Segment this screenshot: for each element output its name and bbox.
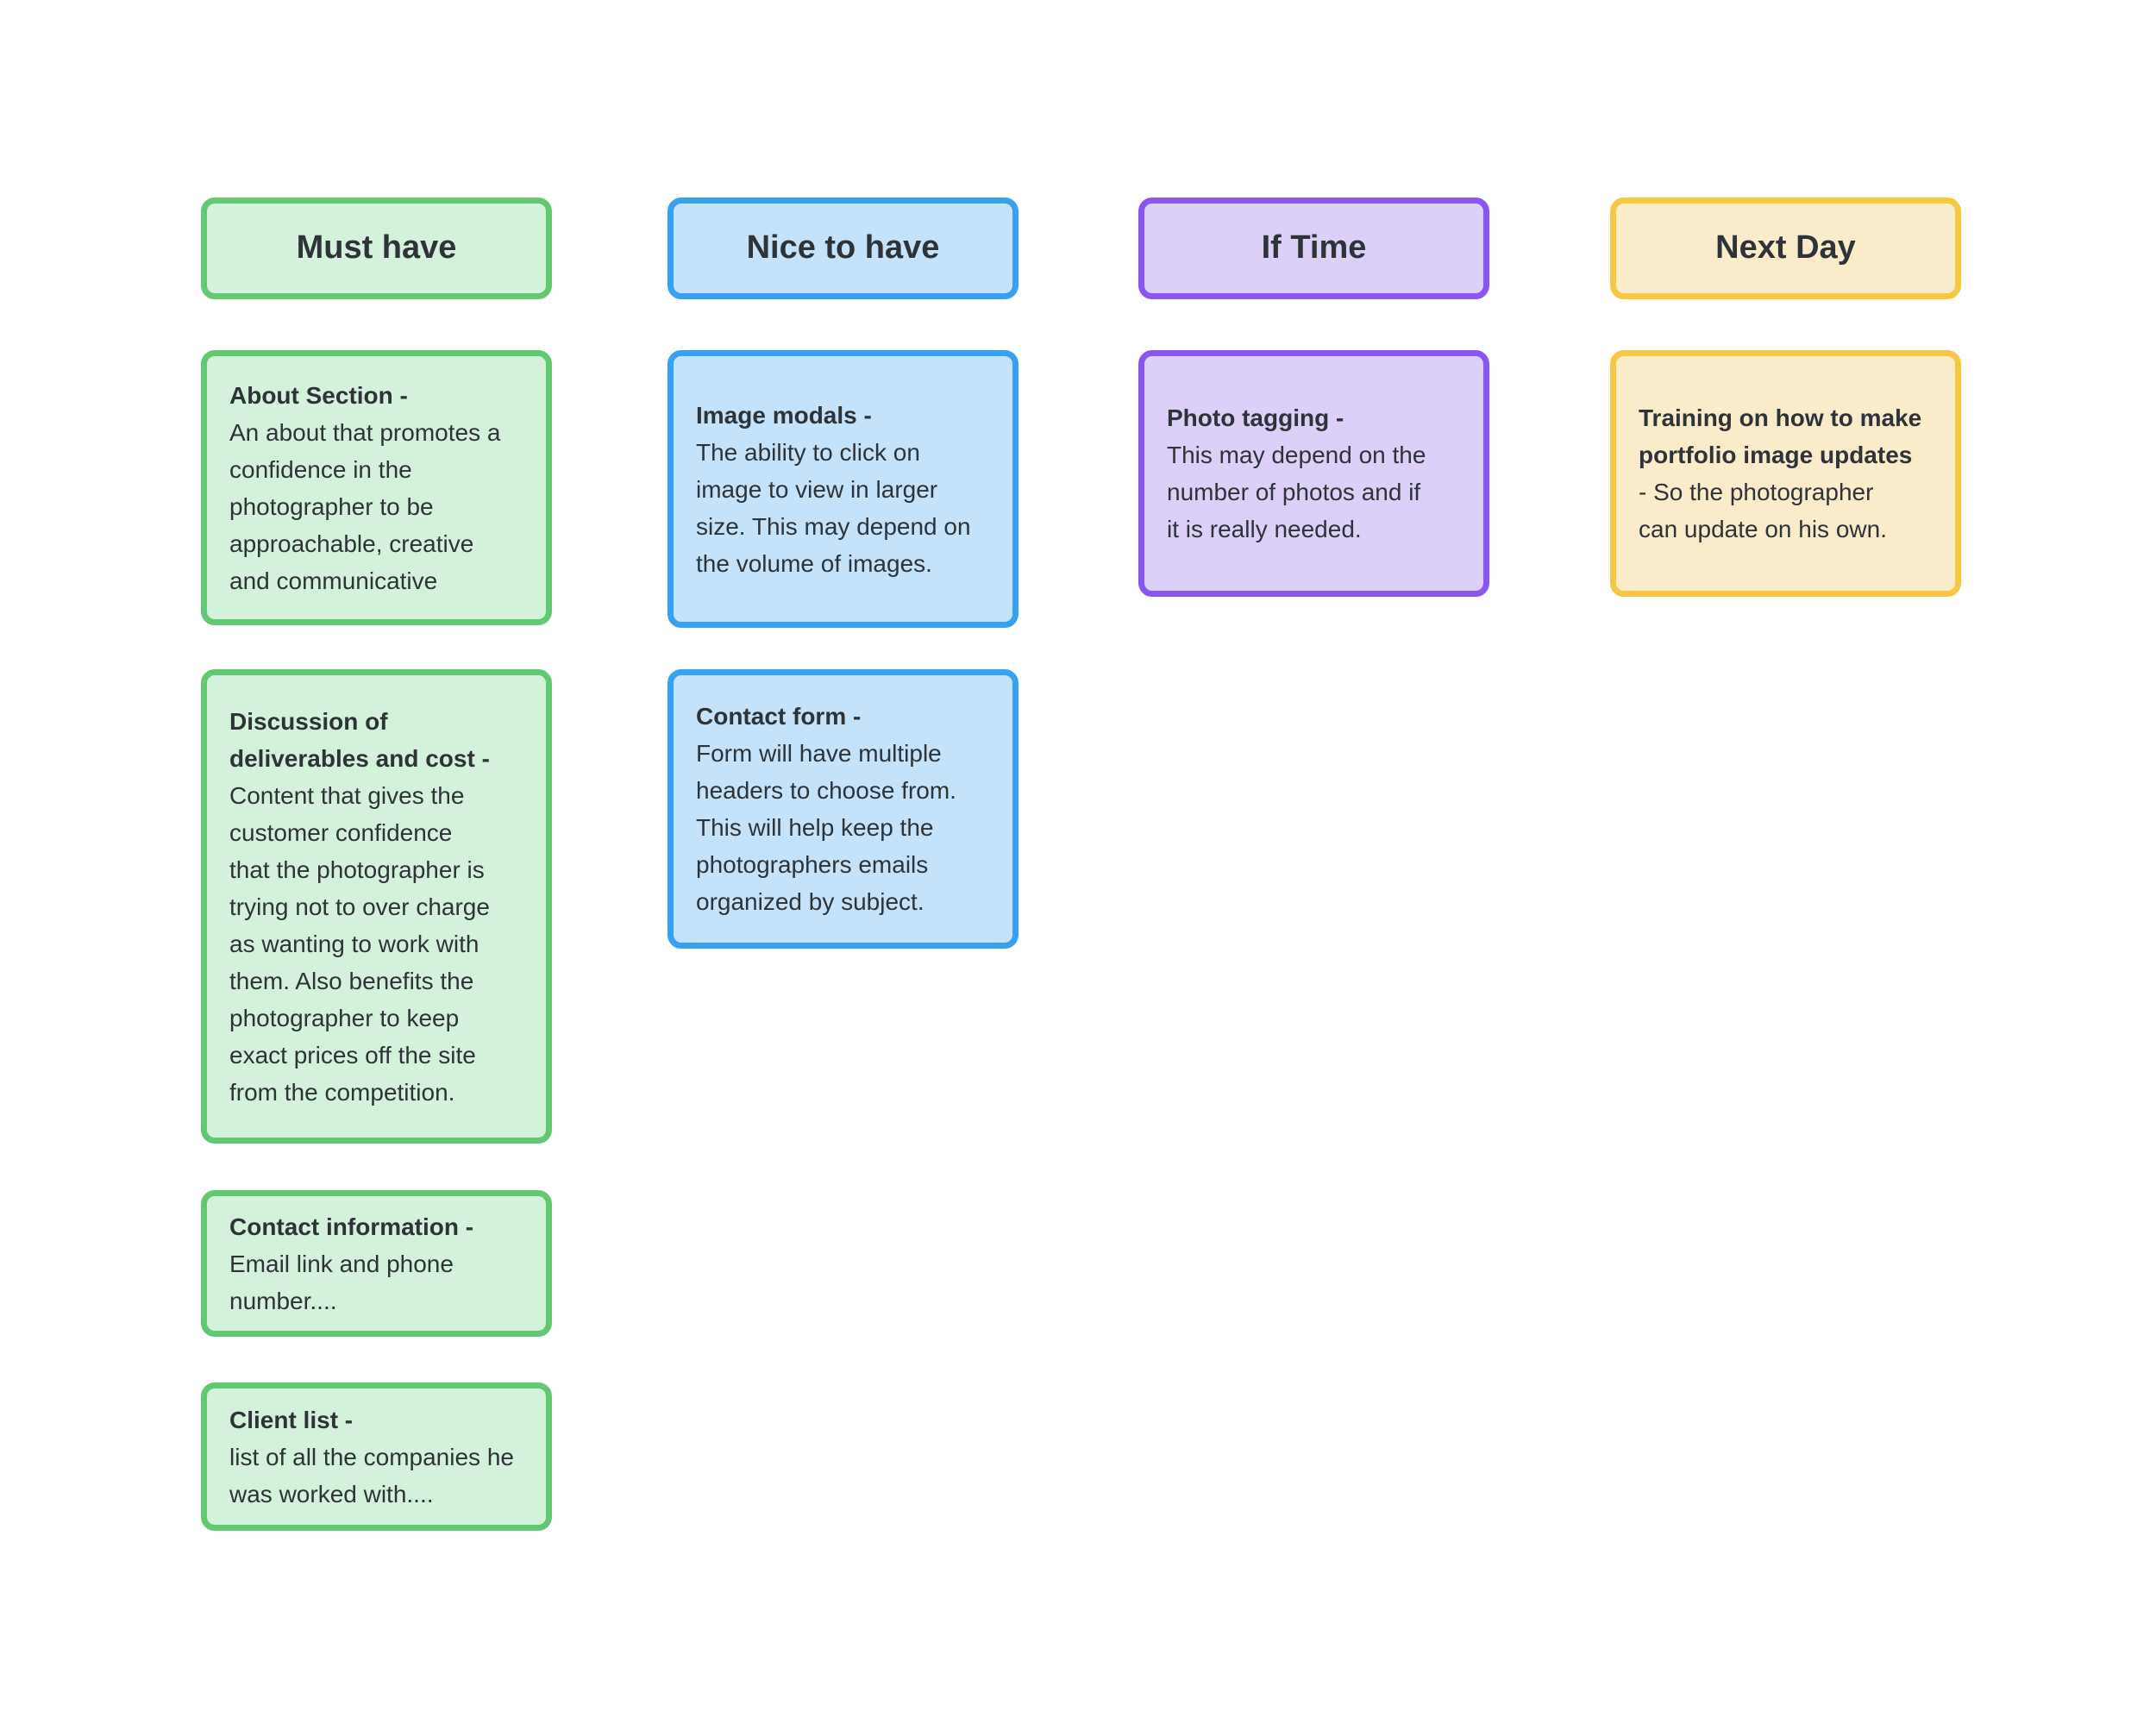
sticky-note-contact-form[interactable]: Contact form - Form will have multiple he… <box>667 669 1018 949</box>
note-body: Content that gives the customer confiden… <box>229 781 490 1106</box>
sticky-note-portfolio-training[interactable]: Training on how to make portfolio image … <box>1610 350 1961 597</box>
column-header-if-time[interactable]: If Time <box>1138 197 1489 299</box>
note-text: About Section - An about that promotes a … <box>229 377 500 599</box>
note-title: Discussion of deliverables and cost - <box>229 707 490 772</box>
note-text: Contact information - Email link and phon… <box>229 1208 473 1319</box>
note-text: Discussion of deliverables and cost - Con… <box>229 703 490 1111</box>
column-title: Nice to have <box>746 229 940 266</box>
note-body: Email link and phone number.... <box>229 1250 454 1314</box>
note-title: Image modals - <box>696 401 872 429</box>
note-text: Photo tagging - This may depend on the nu… <box>1167 399 1426 548</box>
sticky-note-contact-information[interactable]: Contact information - Email link and phon… <box>201 1190 552 1337</box>
sticky-note-photo-tagging[interactable]: Photo tagging - This may depend on the nu… <box>1138 350 1489 597</box>
note-text: Image modals - The ability to click on im… <box>696 397 971 582</box>
column-header-next-day[interactable]: Next Day <box>1610 197 1961 299</box>
note-body: Form will have multiple headers to choos… <box>696 740 956 915</box>
note-body: list of all the companies he was worked … <box>229 1443 514 1507</box>
note-text: Client list - list of all the companies h… <box>229 1401 514 1513</box>
note-title: About Section - <box>229 381 408 409</box>
note-body: An about that promotes a confidence in t… <box>229 418 501 594</box>
column-title: If Time <box>1261 229 1367 266</box>
note-body: This may depend on the number of photos … <box>1167 442 1426 542</box>
note-title: Photo tagging - <box>1167 404 1344 431</box>
note-body: - So the photographer can update on his … <box>1639 479 1887 542</box>
note-body: The ability to click on image to view in… <box>696 438 971 577</box>
sticky-note-about-section[interactable]: About Section - An about that promotes a … <box>201 350 552 625</box>
note-title: Training on how to make portfolio image … <box>1639 404 1922 468</box>
sticky-note-deliverables-cost[interactable]: Discussion of deliverables and cost - Con… <box>201 669 552 1144</box>
note-text: Training on how to make portfolio image … <box>1639 399 1921 548</box>
note-title: Contact information - <box>229 1213 474 1240</box>
note-text: Contact form - Form will have multiple he… <box>696 698 956 920</box>
sticky-note-client-list[interactable]: Client list - list of all the companies h… <box>201 1382 552 1531</box>
column-header-nice-to-have[interactable]: Nice to have <box>667 197 1018 299</box>
column-title: Next Day <box>1715 229 1856 266</box>
column-header-must-have[interactable]: Must have <box>201 197 552 299</box>
note-title: Client list - <box>229 1406 354 1433</box>
column-title: Must have <box>296 229 457 266</box>
note-title: Contact form - <box>696 703 862 730</box>
sticky-note-image-modals[interactable]: Image modals - The ability to click on im… <box>667 350 1018 628</box>
